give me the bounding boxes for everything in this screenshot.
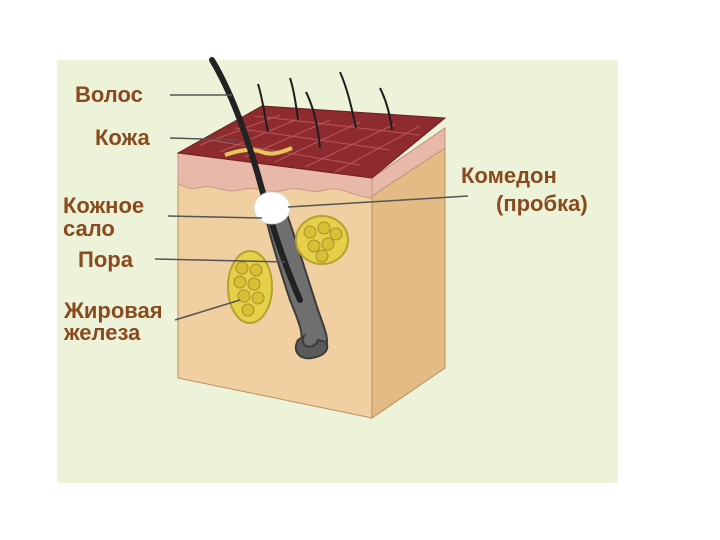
label-skin: Кожа — [95, 125, 150, 150]
leader-lines — [154, 94, 469, 321]
leader-sebum — [167, 215, 263, 219]
hair-shaft — [209, 57, 303, 303]
gland-right-cells — [303, 221, 343, 263]
leader-pore — [154, 258, 286, 263]
sebum-surface — [224, 146, 293, 157]
label-comedo-line2: (пробка) — [496, 191, 588, 216]
comedo-plug — [253, 191, 291, 225]
epidermis-front-band — [177, 152, 373, 199]
surface-hairs — [257, 71, 393, 149]
skin-surface-top — [176, 105, 447, 179]
leader-skin — [169, 137, 239, 141]
label-sebum-line1: Кожное — [63, 193, 145, 218]
label-comedo-line1: Комедон — [461, 163, 557, 188]
hair-bulb — [294, 333, 329, 360]
leader-comedo — [287, 195, 469, 208]
label-gland-line2: железа — [64, 320, 141, 345]
leader-gland — [174, 299, 241, 321]
label-sebum-line2: сало — [63, 216, 115, 241]
gland-left-cells — [233, 261, 265, 317]
label-gland-line1: Жировая — [64, 298, 163, 323]
label-pore: Пора — [78, 247, 133, 272]
label-hair: Волос — [75, 82, 143, 107]
